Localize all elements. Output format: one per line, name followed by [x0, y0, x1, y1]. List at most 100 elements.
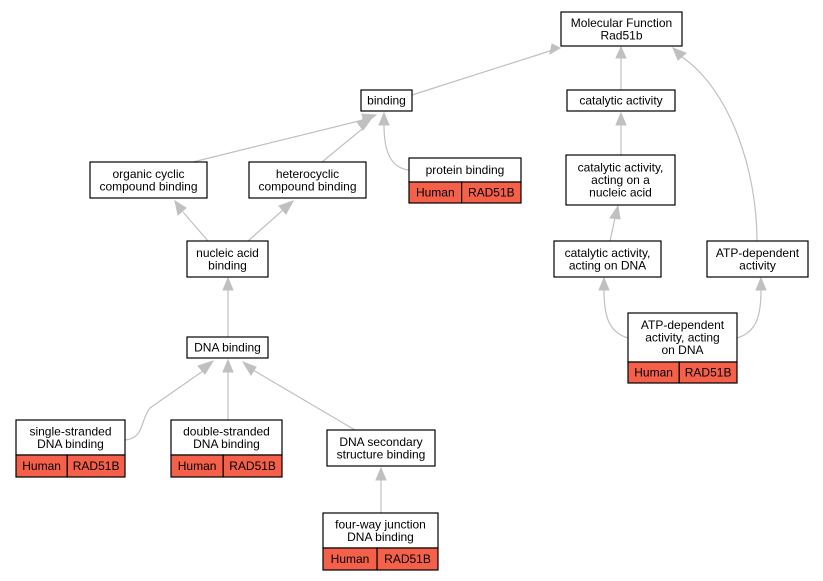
edge-dna-to-nucleic — [222, 276, 234, 337]
edge-line — [383, 124, 410, 171]
annotation-species: Human — [416, 186, 455, 200]
annotation-gene-cell — [678, 361, 738, 384]
edge-ss-to-dna — [124, 360, 215, 441]
node-box — [89, 161, 208, 199]
node-label-line: organic cyclic — [112, 167, 184, 181]
node-label-line: protein binding — [426, 163, 505, 177]
edge-line — [411, 49, 554, 96]
edges-layer — [124, 43, 767, 513]
node-box — [553, 240, 662, 278]
edge-atp-to-mf — [672, 47, 758, 242]
arrow-head — [197, 360, 215, 375]
node-label-line: four-way junction — [335, 517, 426, 531]
edge-line — [321, 124, 368, 163]
edge-ds-to-dna — [222, 358, 234, 420]
node-label-line: on DNA — [661, 343, 703, 357]
node-label-line: nucleic acid — [196, 246, 259, 260]
annotation-species: Human — [331, 552, 370, 566]
arrow-head — [222, 358, 234, 373]
node-dna[interactable]: DNA binding — [186, 336, 269, 359]
node-catalytic[interactable]: catalytic activity — [566, 89, 676, 112]
arrow-head — [375, 466, 387, 481]
node-label-line: DNA binding — [347, 530, 414, 544]
edge-hetero-to-binding — [321, 113, 376, 163]
node-label-line: activity — [739, 258, 776, 272]
arrow-head — [241, 361, 257, 376]
edge-binding-to-mf — [411, 43, 562, 96]
node-label-line: catalytic activity, — [565, 246, 651, 260]
node-label-line: ATP-dependent — [716, 246, 800, 260]
annotation-gene: RAD51B — [384, 552, 431, 566]
annotation-gene-cell — [461, 181, 522, 204]
arrow-head — [378, 111, 390, 126]
node-label-line: ATP-dependent — [641, 318, 725, 332]
node-box — [627, 312, 738, 363]
edge-line — [609, 217, 616, 242]
node-box — [706, 240, 809, 278]
edge-atp_dna-to-atp — [736, 276, 767, 339]
edge-secondary-to-dna — [241, 361, 356, 431]
annotation-gene: RAD51B — [73, 459, 120, 473]
annotation-gene-cell — [66, 454, 126, 478]
node-label-line: single-stranded — [29, 424, 111, 438]
edge-line — [124, 370, 204, 441]
node-box — [186, 336, 269, 359]
node-box — [566, 89, 676, 112]
node-box — [248, 161, 367, 199]
node-cat_dna[interactable]: catalytic activity,acting on DNA — [553, 240, 662, 278]
node-box — [565, 154, 676, 206]
edge-fourway-to-secondary — [375, 466, 387, 513]
node-binding[interactable]: binding — [360, 89, 413, 112]
edge-atp_dna-to-cat_dna — [598, 276, 629, 339]
edge-organic-to-binding — [192, 113, 378, 163]
node-label-line: activity, acting — [645, 331, 719, 345]
arrow-head — [755, 276, 767, 291]
node-label-line: acting on DNA — [569, 258, 646, 272]
node-label-line: Rad51b — [600, 28, 642, 42]
node-box — [560, 11, 683, 47]
node-label-line: DNA binding — [194, 341, 261, 355]
annotation-species: Human — [22, 459, 61, 473]
node-label-line: DNA binding — [37, 437, 104, 451]
arrow-head — [278, 200, 295, 215]
edge-protein-to-binding — [378, 111, 410, 171]
node-label-line: structure binding — [337, 447, 426, 461]
arrow-head — [598, 276, 610, 291]
annotation-gene-cell — [376, 547, 439, 571]
node-label-line: heterocyclic — [276, 167, 339, 181]
annotation-species: Human — [178, 459, 217, 473]
node-box — [360, 89, 413, 112]
arrow-head — [672, 47, 687, 61]
node-label-line: acting on a — [591, 173, 650, 187]
arrow-head — [222, 276, 234, 291]
edge-line — [681, 56, 758, 242]
edge-nucleic-to-organic — [174, 199, 209, 242]
arrow-head — [356, 113, 376, 131]
arrow-head — [609, 204, 621, 220]
node-label-line: compound binding — [99, 179, 197, 193]
node-label-line: catalytic activity, — [578, 161, 664, 175]
edge-line — [736, 289, 762, 339]
edge-line — [247, 209, 284, 242]
node-label-line: DNA binding — [193, 437, 260, 451]
arrow-head — [615, 45, 627, 59]
edge-catalytic-to-mf — [615, 45, 627, 90]
edge-line — [603, 289, 629, 339]
arrow-head — [615, 111, 627, 126]
edge-line — [252, 369, 356, 431]
arrow-head — [174, 199, 187, 216]
edge-cat_dna-to-cat_na — [609, 204, 621, 242]
